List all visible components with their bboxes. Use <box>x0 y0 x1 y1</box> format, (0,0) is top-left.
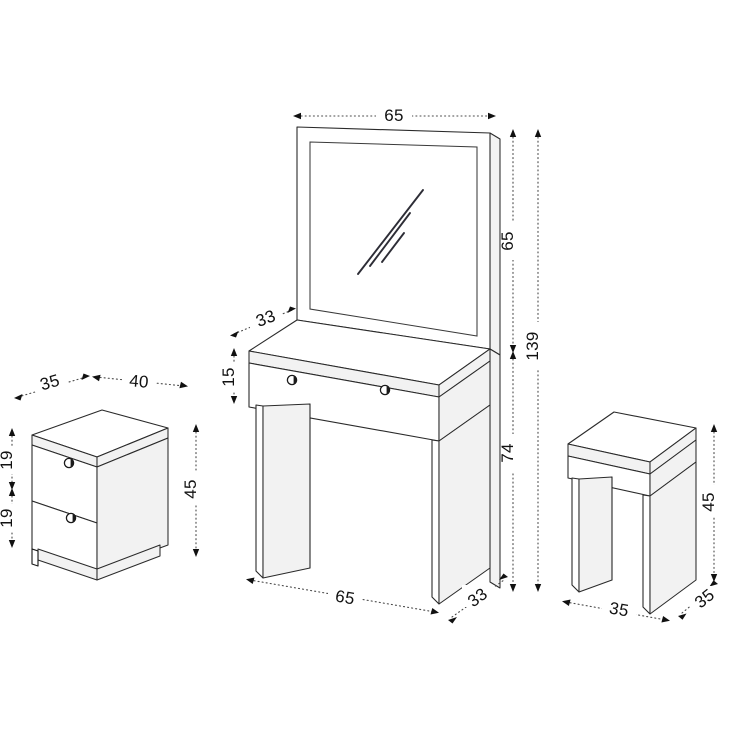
nightstand-group <box>31 409 169 581</box>
dim-nightstand-drawer-bottom: 19 <box>0 488 23 548</box>
dim-label-nightstand-drawer-bottom: 19 <box>0 508 16 528</box>
stool-leg-left-front <box>571 477 580 593</box>
dim-label-mirror-height: 65 <box>498 231 517 251</box>
dim-nightstand-drawer-top: 19 <box>0 428 23 490</box>
dim-stool-depth: 35 <box>678 580 722 620</box>
dim-label-mirror-width: 65 <box>384 106 404 125</box>
nightstand-side-panel <box>96 437 169 572</box>
dim-table-depth-top: 33 <box>230 306 296 338</box>
dressing-table-group <box>248 126 501 605</box>
stool-leg-left-side <box>578 476 613 593</box>
table-leg-left-front <box>255 404 264 579</box>
stool-leg-right-side <box>649 461 697 615</box>
dim-table-height: 74 <box>498 351 524 592</box>
dim-table-base-width: 65 <box>246 577 439 615</box>
dim-table-base-depth: 33 <box>448 573 508 624</box>
table-leg-right-side <box>438 404 491 605</box>
table-drawer-knob-left[interactable] <box>286 374 298 386</box>
dim-label-drawer-height: 15 <box>219 367 238 387</box>
mirror-shine-icon <box>357 189 424 275</box>
mirror-post-right <box>489 348 501 589</box>
dim-label-nightstand-depth: 35 <box>38 371 62 395</box>
table-leg-left-side <box>262 403 311 579</box>
dim-label-table-height: 74 <box>498 443 517 463</box>
dim-label-nightstand-drawer-top: 19 <box>0 450 16 470</box>
nightstand-plinth-side <box>96 544 161 581</box>
dim-label-nightstand-height: 45 <box>181 479 200 499</box>
dim-label-stool-height: 45 <box>699 492 718 512</box>
dim-nightstand-width: 40 <box>92 370 188 392</box>
stool-leg-right-front <box>642 494 651 615</box>
dim-label-table-base-width: 65 <box>334 586 357 608</box>
dim-nightstand-height: 45 <box>181 424 207 557</box>
dim-mirror-height: 65 <box>498 129 524 353</box>
dim-drawer-height: 15 <box>219 348 245 404</box>
dim-total-height: 139 <box>523 129 551 592</box>
table-leg-right-front <box>431 439 440 605</box>
nightstand-knob-top[interactable] <box>63 457 75 469</box>
nightstand-knob-bottom[interactable] <box>65 512 77 524</box>
dim-nightstand-depth: 35 <box>14 370 90 401</box>
dim-label-total-height: 139 <box>523 331 542 360</box>
mirror-glass <box>309 141 478 337</box>
dim-label-stool-width: 35 <box>608 598 631 620</box>
dim-label-nightstand-width: 40 <box>128 371 149 392</box>
dim-mirror-width: 65 <box>293 104 496 126</box>
table-drawer-knob-right[interactable] <box>379 384 391 396</box>
nightstand-foot-left <box>31 548 39 567</box>
dim-stool-width: 35 <box>562 597 670 623</box>
dim-stool-height: 45 <box>699 424 725 582</box>
stool-group <box>567 411 697 615</box>
